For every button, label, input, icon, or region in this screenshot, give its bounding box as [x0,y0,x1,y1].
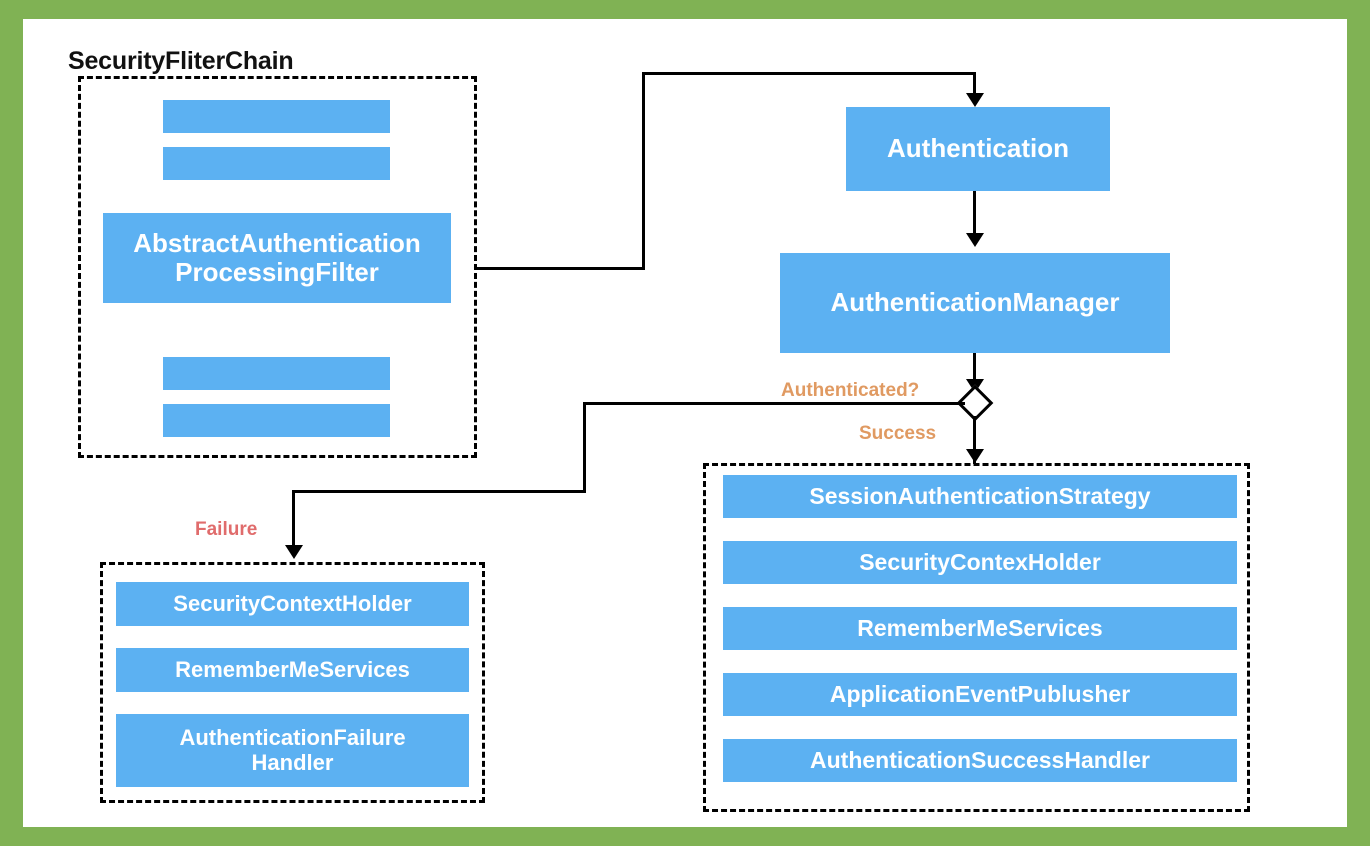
filter-node-placeholder-2[interactable] [163,147,390,180]
decision-label-failure: Failure [195,519,258,540]
failure-node-authentication-failure-handler[interactable]: AuthenticationFailure Handler [116,714,469,787]
edge-manager-to-decision [973,353,976,388]
edge-auth-to-manager [973,191,976,236]
diagram-sheet: SecurityFliterChain AbstractAuthenticati… [23,19,1347,827]
success-node-remember-me-services[interactable]: RememberMeServices [723,607,1237,650]
edge-decision-to-failure-segment-1 [583,402,965,405]
success-node-authentication-success-handler[interactable]: AuthenticationSuccessHandler [723,739,1237,782]
decision-label-authenticated: Authenticated? [781,380,920,401]
filter-node-placeholder-1[interactable] [163,100,390,133]
edge-decision-to-failure-segment-4 [292,490,295,556]
edge-decision-to-failure-segment-3 [292,490,586,493]
success-node-session-authentication-strategy[interactable]: SessionAuthenticationStrategy [723,475,1237,518]
arrowhead-into-failure-group [285,545,303,559]
filter-node-placeholder-3[interactable] [163,357,390,390]
decision-label-success: Success [859,423,937,444]
group-success [703,463,1250,812]
filter-node-abstract-authentication-processing-filter[interactable]: AbstractAuthentication ProcessingFilter [103,213,451,303]
edge-decision-to-success-group [973,416,976,464]
group-failure [100,562,485,803]
filter-node-placeholder-4[interactable] [163,404,390,437]
edge-decision-to-failure-segment-2 [583,402,586,493]
edge-filter-to-auth-segment-3 [642,72,976,75]
arrowhead-into-authentication [966,93,984,107]
success-node-security-context-holder[interactable]: SecurityContexHolder [723,541,1237,584]
node-authentication-manager[interactable]: AuthenticationManager [780,253,1170,353]
success-node-application-event-publisher[interactable]: ApplicationEventPublusher [723,673,1237,716]
edge-filter-to-auth-segment-2 [642,72,645,270]
group-filter-chain [78,76,477,458]
page-title: SecurityFliterChain [68,47,294,75]
failure-node-security-context-holder[interactable]: SecurityContextHolder [116,582,469,626]
failure-node-remember-me-services[interactable]: RememberMeServices [116,648,469,692]
node-authentication[interactable]: Authentication [846,107,1110,191]
edge-filter-to-auth-segment-1 [477,267,645,270]
arrowhead-into-authentication-manager [966,233,984,247]
edge-filter-to-auth-segment-4 [973,72,976,97]
arrowhead-into-success-group [966,449,984,463]
